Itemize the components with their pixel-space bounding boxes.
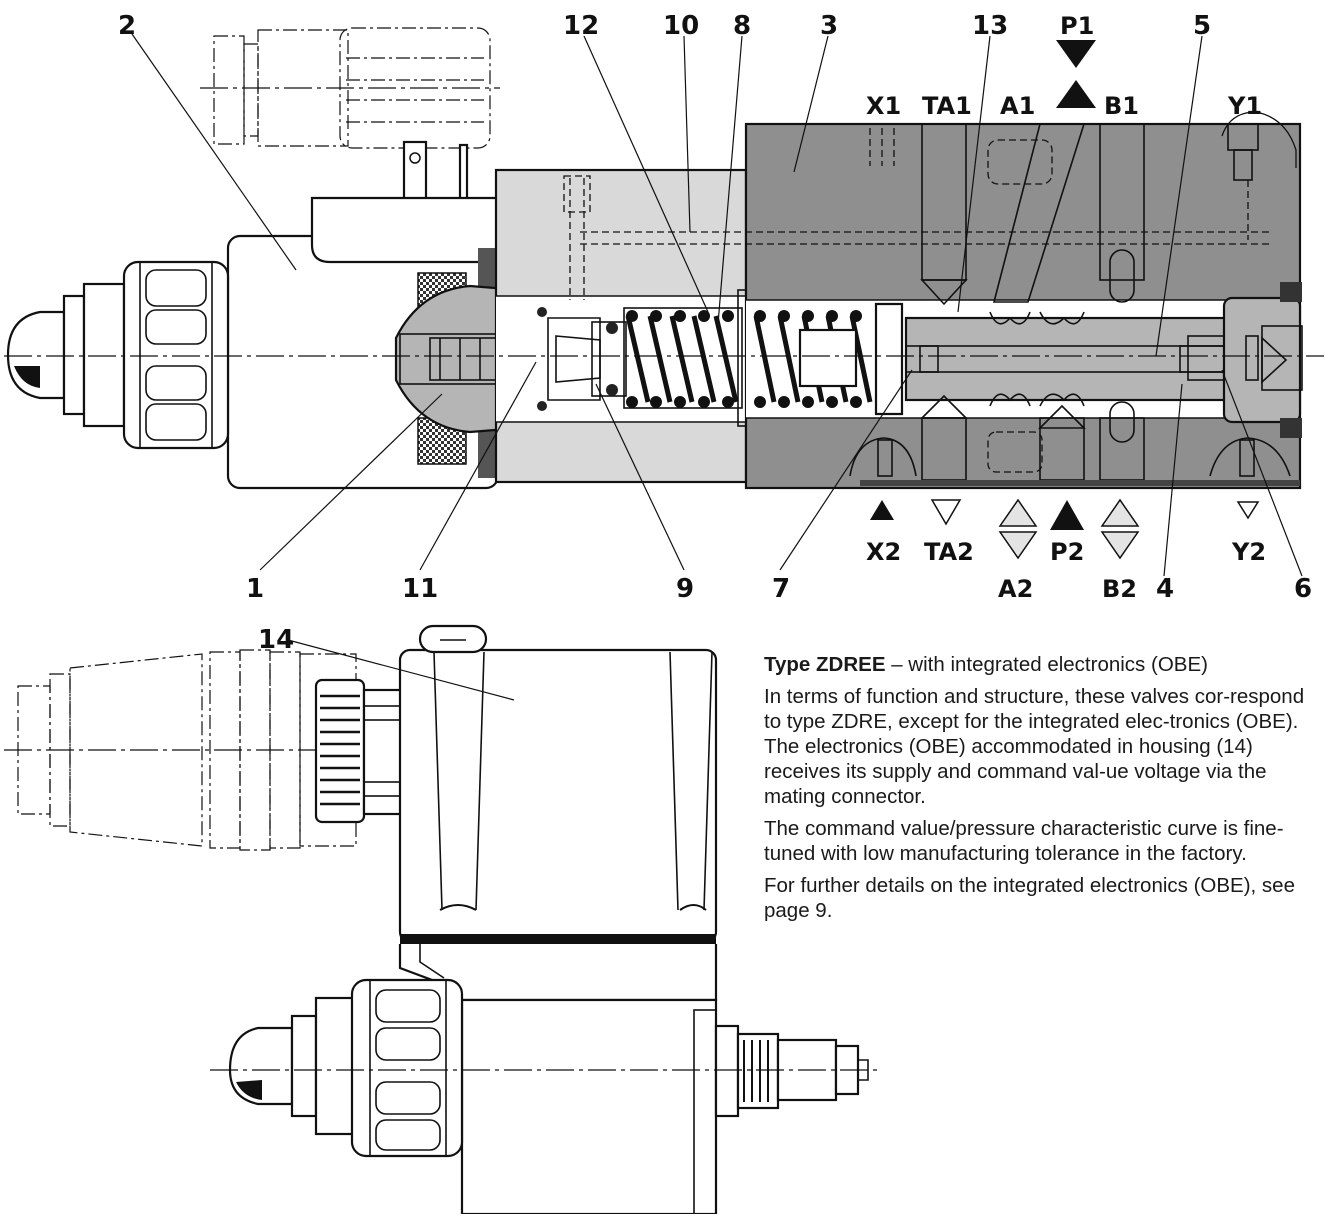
lower-solenoid [210, 978, 880, 1214]
description-paragraph-1: In terms of function and structure, thes… [764, 685, 1305, 808]
obe-housing [398, 624, 718, 1002]
port-y2: Y2 [1231, 538, 1266, 566]
callout-1: 1 [246, 574, 264, 604]
callout-11: 11 [402, 574, 438, 604]
description-paragraph-2: The command value/pressure characteristi… [764, 817, 1284, 865]
port-a1: A1 [1000, 92, 1035, 120]
port-a2: A2 [998, 575, 1033, 603]
main-housing [580, 111, 1302, 490]
upper-section-view: 2 12 10 8 3 13 5 1 11 9 7 4 6 X1 TA1 A1 … [4, 11, 1324, 604]
bottom-port-symbols [870, 498, 1260, 560]
callout-4: 4 [1156, 574, 1174, 604]
callout-2: 2 [118, 11, 136, 41]
port-y1: Y1 [1227, 92, 1262, 120]
description-heading: Type ZDREE – with integrated electronics… [764, 652, 1314, 677]
callout-12: 12 [563, 11, 599, 41]
connector-thread [314, 678, 406, 824]
plug-connector-phantom [200, 27, 500, 149]
callout-8: 8 [733, 11, 751, 41]
type-subtitle: – with integrated electronics (OBE) [885, 653, 1208, 676]
pilot-body [494, 168, 748, 484]
port-x2: X2 [866, 538, 901, 566]
callout-6: 6 [1294, 574, 1312, 604]
callout-5: 5 [1193, 11, 1211, 41]
end-cap [1187, 282, 1303, 438]
plug-contacts [402, 140, 469, 206]
leader-lines [131, 33, 1303, 577]
callout-9: 9 [676, 574, 694, 604]
port-b1: B1 [1104, 92, 1139, 120]
callout-7: 7 [772, 574, 790, 604]
callout-13: 13 [972, 11, 1008, 41]
port-ta2: TA2 [924, 538, 974, 566]
lower-obe-view: 14 [4, 624, 880, 1214]
callout-numbers: 2 12 10 8 3 13 5 1 11 9 7 4 6 [118, 11, 1312, 604]
port-ta1: TA1 [922, 92, 972, 120]
p1-arrows [1056, 40, 1096, 108]
port-x1: X1 [866, 92, 901, 120]
callout-14: 14 [258, 625, 294, 655]
manual-override-nut [6, 260, 230, 450]
port-b2: B2 [1102, 575, 1137, 603]
description-paragraph-3: For further details on the integrated el… [764, 874, 1295, 922]
callout-3: 3 [820, 11, 838, 41]
type-name: Type ZDREE [764, 653, 886, 676]
description-block: Type ZDREE – with integrated electronics… [764, 652, 1314, 930]
port-labels: X1 TA1 A1 P1 B1 Y1 X2 TA2 A2 P2 B2 Y2 [866, 12, 1266, 603]
port-p1: P1 [1060, 12, 1094, 40]
port-p2: P2 [1050, 538, 1084, 566]
callout-10: 10 [663, 11, 699, 41]
spring [623, 289, 749, 427]
